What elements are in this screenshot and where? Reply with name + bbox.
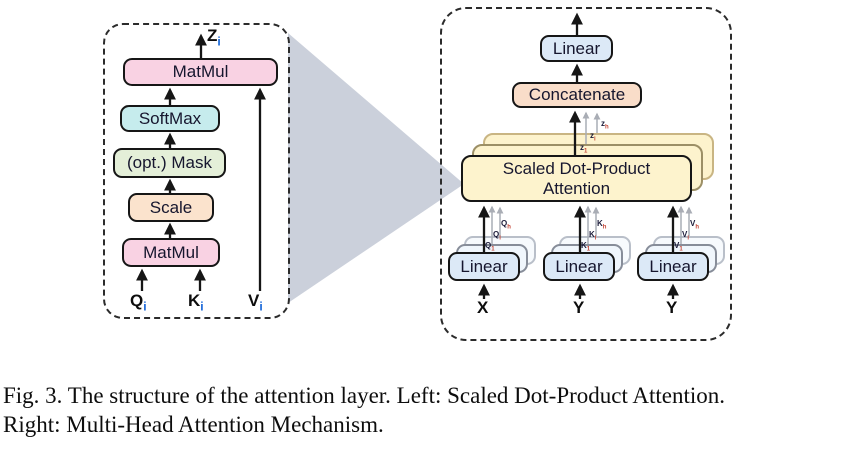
- linear-q-box: Linear: [448, 252, 520, 281]
- softmax-box: SoftMax: [120, 105, 220, 132]
- linear-out-box: Linear: [540, 35, 613, 62]
- linear-k-box: Linear: [543, 252, 615, 281]
- scaled-dot-product-attention-box: Scaled Dot-Product Attention: [461, 155, 692, 202]
- matmul-bottom-box: MatMul: [122, 238, 220, 267]
- attention-label-line1: Scaled Dot-Product: [502, 158, 651, 178]
- linear-v-box: Linear: [637, 252, 709, 281]
- matmul-top-box: MatMul: [123, 58, 278, 86]
- mask-box: (opt.) Mask: [113, 148, 226, 178]
- caption-line-1: Fig. 3. The structure of the attention l…: [3, 383, 725, 408]
- concatenate-box: Concatenate: [512, 82, 642, 108]
- figure-caption: Fig. 3. The structure of the attention l…: [3, 381, 839, 439]
- scale-box: Scale: [128, 193, 214, 222]
- attention-label-line2: Attention: [542, 178, 611, 198]
- caption-line-2: Right: Multi-Head Attention Mechanism.: [3, 412, 384, 437]
